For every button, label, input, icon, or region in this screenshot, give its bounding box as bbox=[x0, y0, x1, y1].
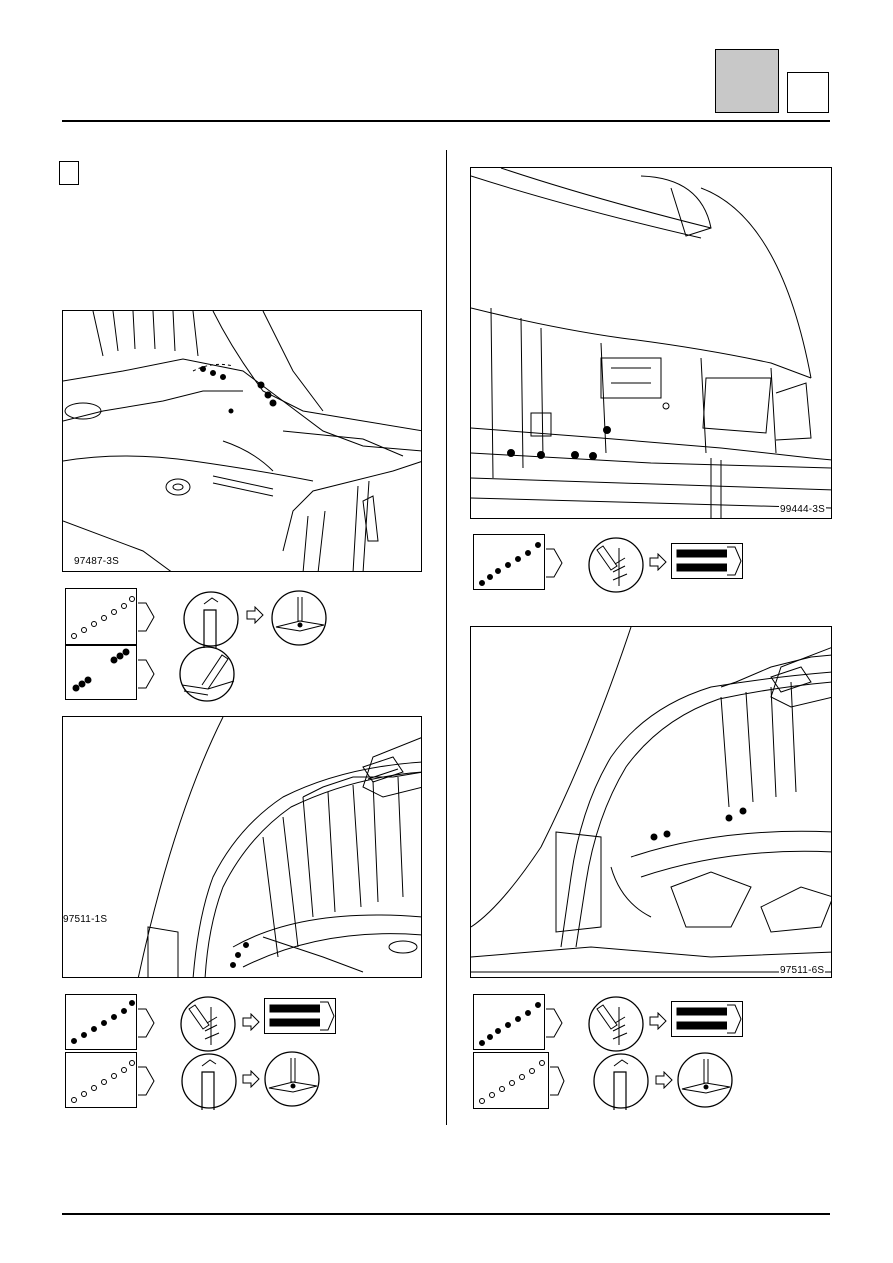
spot-weld-icon bbox=[263, 1050, 321, 1113]
points-symbol bbox=[65, 645, 155, 700]
figure-rear-floor-arch: 97511-6S bbox=[470, 626, 832, 978]
drill-icon bbox=[587, 536, 645, 599]
arrow-right-icon bbox=[242, 1012, 260, 1036]
arrow-right-icon bbox=[242, 1069, 260, 1093]
figure-code: 97487-3S bbox=[73, 556, 120, 567]
spot-weld-icon bbox=[676, 1051, 734, 1114]
drill-icon bbox=[179, 995, 237, 1058]
figure-floor-panel: 97487-3S bbox=[62, 310, 422, 572]
points-symbol bbox=[473, 994, 563, 1050]
points-symbol bbox=[473, 1052, 565, 1109]
figure-code: 97511-1S bbox=[63, 914, 109, 925]
weld-gun-icon bbox=[592, 1052, 650, 1115]
points-symbol bbox=[65, 994, 155, 1050]
points-symbol bbox=[65, 588, 155, 645]
figure-rear-panel: 99444-3S bbox=[470, 167, 832, 519]
mig-plug-weld-icon bbox=[264, 998, 336, 1039]
figure-code: 99444-3S bbox=[779, 504, 826, 515]
drill-icon bbox=[587, 995, 645, 1058]
points-symbol bbox=[473, 534, 563, 590]
header-rule bbox=[62, 120, 830, 122]
brazing-torch-icon bbox=[178, 645, 236, 708]
arrow-right-icon bbox=[246, 605, 264, 629]
step-checkbox bbox=[59, 161, 79, 185]
weld-gun-icon bbox=[182, 590, 240, 653]
arrow-right-icon bbox=[655, 1070, 673, 1094]
mig-plug-weld-icon bbox=[671, 543, 743, 584]
footer-rule bbox=[62, 1213, 830, 1215]
points-symbol bbox=[65, 1052, 155, 1108]
figure-rear-wheel-arch: 97511-1S bbox=[62, 716, 422, 978]
section-tab-white bbox=[787, 72, 829, 113]
mig-plug-weld-icon bbox=[671, 1001, 743, 1042]
figure-code: 97511-6S bbox=[779, 965, 826, 976]
section-tab-gray bbox=[715, 49, 779, 113]
weld-gun-icon bbox=[180, 1052, 238, 1115]
arrow-right-icon bbox=[649, 552, 667, 576]
spot-weld-icon bbox=[270, 589, 328, 652]
arrow-right-icon bbox=[649, 1011, 667, 1035]
column-divider bbox=[446, 150, 447, 1125]
